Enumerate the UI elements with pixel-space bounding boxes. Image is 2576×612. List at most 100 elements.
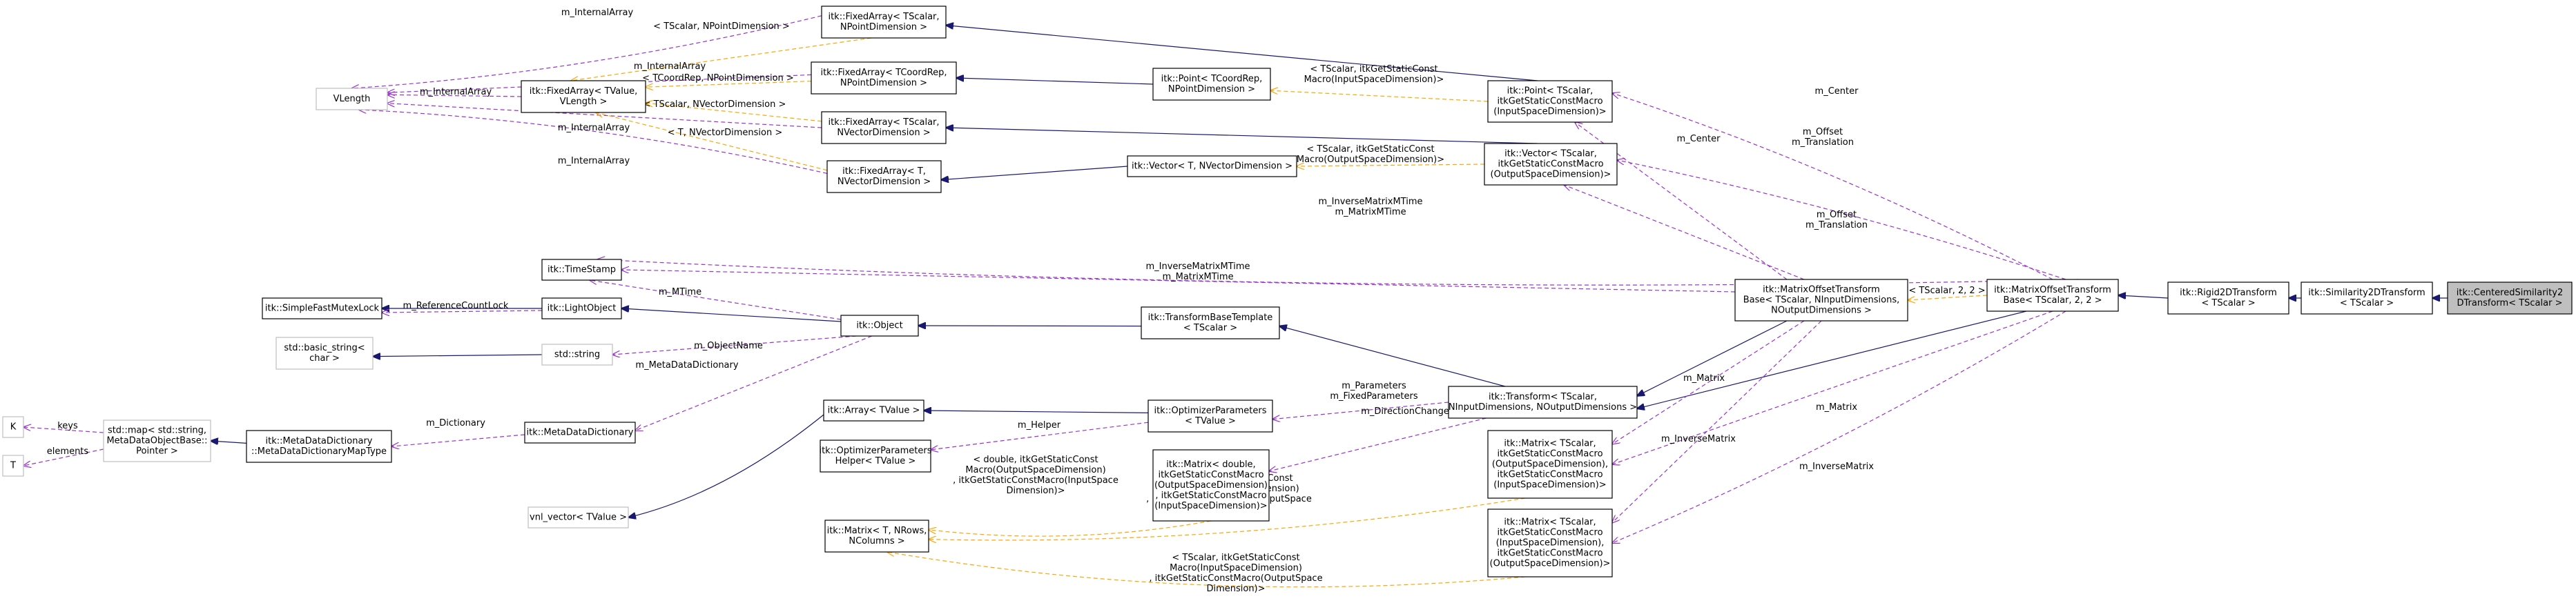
class-box	[1487, 80, 1613, 123]
edge-label-l-objname: m_ObjectName	[694, 341, 763, 351]
class-node-point-coordrep[interactable]: itk::Point< TCoordRep,NPointDimension >	[1152, 68, 1271, 101]
edge-inh-array-optparams	[924, 411, 1149, 413]
class-node-vector-t[interactable]: itk::Vector< T, NVectorDimension >	[1127, 155, 1297, 177]
class-name: itk::MetaDataDictionary	[527, 428, 634, 438]
edges-layer	[23, 15, 2448, 588]
edge-label-l-matrix-gen: m_Matrix	[1683, 373, 1725, 384]
edge-label-l-dirchange: m_DirectionChange	[1361, 406, 1449, 417]
class-node-vnl-vector[interactable]: vnl_vector< TValue >	[527, 506, 629, 529]
edge-label-l-tpl-nvd: < TScalar, NVectorDimension >	[643, 99, 786, 110]
edge-label-l-ia-t: m_InternalArray	[558, 156, 630, 166]
class-node-fa-t[interactable]: itk::FixedArray< T,NVectorDimension >	[826, 160, 942, 193]
class-node-sfml[interactable]: itk::SimpleFastMutexLock	[262, 297, 382, 319]
class-node-std-string[interactable]: std::string	[541, 344, 613, 366]
class-node-fa-nvd[interactable]: itk::FixedArray< TScalar,NVectorDimensio…	[821, 111, 947, 144]
edge-use-invmatrix-gen	[1612, 320, 1822, 523]
class-box	[1147, 399, 1273, 433]
class-node-vlength[interactable]: VLength	[316, 88, 388, 110]
class-box	[820, 440, 931, 473]
edge-labels-layer: m_InternalArray m_InternalArray m_Internal…	[47, 8, 1986, 594]
class-box	[1986, 279, 2119, 312]
edge-use-ts-22	[598, 259, 2080, 286]
class-box	[821, 111, 947, 144]
class-node-mdd[interactable]: itk::MetaDataDictionary	[524, 422, 636, 444]
class-node-transform[interactable]: itk::Transform< TScalar,NInputDimensions…	[1448, 386, 1638, 419]
class-node-object[interactable]: itk::Object	[840, 315, 919, 337]
class-node-rigid2d[interactable]: itk::Rigid2DTransform< TScalar >	[2167, 282, 2289, 315]
class-node-point-scalar[interactable]: itk::Point< TScalar,itkGetStaticConstMac…	[1487, 80, 1613, 123]
class-node-fa-coordrep[interactable]: itk::FixedArray< TCoordRep,NPointDimensi…	[811, 61, 957, 95]
edge-label-l-ia-coordrep: m_InternalArray	[634, 61, 706, 72]
edge-label-l-mtime: m_MTime	[659, 287, 701, 297]
class-name: itk::FixedArray< TScalar,NPointDimension…	[828, 12, 939, 32]
class-node-k[interactable]: K	[2, 416, 24, 438]
class-name: itk::Similarity2DTransform< TScalar >	[2308, 288, 2425, 308]
edge-use-params	[1272, 402, 1449, 419]
edge-inh-fa-npd-point	[946, 26, 1538, 81]
class-node-tbt[interactable]: itk::TransformBaseTemplate< TScalar >	[1141, 306, 1280, 339]
class-node-vector-scalar[interactable]: itk::Vector< TScalar,itkGetStaticConstMa…	[1484, 143, 1618, 186]
class-box	[246, 430, 392, 463]
class-node-std-map[interactable]: std::map< std::string,MetaDataObjectBase…	[103, 419, 211, 462]
edge-use-vlength-fa-npd	[352, 15, 822, 88]
class-node-basic-string[interactable]: std::basic_string<char >	[275, 337, 374, 370]
edge-label-l-dictionary: m_Dictionary	[426, 418, 485, 428]
class-box	[1487, 509, 1613, 578]
class-name: itk::SimpleFastMutexLock	[265, 304, 380, 314]
edge-tpl-fa-coordrep	[646, 81, 812, 88]
class-name: itk::Point< TCoordRep,NPointDimension >	[1161, 74, 1263, 95]
class-node-matrix-out-in[interactable]: itk::Matrix< TScalar,itkGetStaticConstMa…	[1487, 430, 1613, 499]
edge-use-invmatrix-22	[1612, 310, 2066, 543]
edge-label-l-helper: m_Helper	[1018, 420, 1061, 431]
edge-label-l-ia-nvd: m_InternalArray	[558, 123, 630, 133]
class-name: itk::Vector< T, NVectorDimension >	[1132, 161, 1292, 172]
class-name: itk::Array< TValue >	[828, 406, 920, 416]
class-node-t[interactable]: T	[2, 455, 24, 477]
class-name: itk::TransformBaseTemplate< TScalar >	[1148, 313, 1273, 333]
edge-tpl-fa-t	[596, 112, 828, 171]
class-name: itk::TimeStamp	[548, 265, 616, 275]
class-name: itk::Vector< TScalar,itkGetStaticConstMa…	[1491, 149, 1611, 180]
class-node-fa-tvalue[interactable]: itk::FixedArray< TValue,VLength >	[521, 80, 646, 113]
class-node-fa-npd[interactable]: itk::FixedArray< TScalar,NPointDimension…	[821, 6, 947, 39]
class-name: itk::LightObject	[548, 304, 617, 314]
edge-use-matrix-22	[1612, 310, 2053, 464]
class-box	[821, 6, 947, 39]
class-node-matrix-t[interactable]: itk::Matrix< T, NRows,NColumns >	[824, 520, 929, 553]
class-node-matrix-double[interactable]: itk::Matrix< double,itkGetStaticConstMac…	[1152, 449, 1270, 522]
class-box	[103, 419, 211, 462]
edge-use-mdd	[635, 335, 873, 431]
edge-use-dirchange	[1269, 417, 1486, 471]
class-node-mdd-maptype[interactable]: itk::MetaDataDictionary::MetaDataDiction…	[246, 430, 392, 463]
edge-inh-motb22-transform	[1637, 310, 2027, 408]
class-box	[826, 160, 942, 193]
class-node-opt-params[interactable]: itk::OptimizerParameters< TValue >	[1147, 399, 1273, 433]
class-name: itk::Matrix< double,itkGetStaticConstMac…	[1154, 460, 1268, 511]
class-node-matrix-in-out[interactable]: itk::Matrix< TScalar,itkGetStaticConstMa…	[1487, 509, 1613, 578]
class-name: itk::MetaDataDictionary::MetaDataDiction…	[251, 436, 387, 457]
class-name: itk::FixedArray< TCoordRep,NPointDimensi…	[820, 68, 947, 88]
class-node-similarity2d[interactable]: itk::Similarity2DTransform< TScalar >	[2301, 282, 2433, 315]
edge-use-ts-gen	[621, 270, 1736, 293]
class-name: itk::Transform< TScalar,NInputDimensions…	[1449, 392, 1637, 413]
nodes-layer[interactable]: VLength itk::FixedArray< TScalar,NPointDi…	[2, 6, 2573, 578]
edge-tpl-point	[1270, 90, 1489, 102]
class-node-array-tvalue[interactable]: itk::Array< TValue >	[823, 399, 924, 422]
class-box	[316, 88, 388, 110]
edge-label-l-invmatrix-gen: m_InverseMatrix	[1661, 434, 1736, 444]
class-box	[275, 337, 374, 370]
class-node-lightobject[interactable]: itk::LightObject	[541, 297, 622, 319]
class-node-timestamp[interactable]: itk::TimeStamp	[541, 259, 622, 281]
edge-use-matrix-gen	[1612, 320, 1805, 444]
class-name: itk::Matrix< T, NRows,NColumns >	[827, 526, 927, 546]
edge-label-l-ia-npd: m_InternalArray	[561, 8, 634, 18]
